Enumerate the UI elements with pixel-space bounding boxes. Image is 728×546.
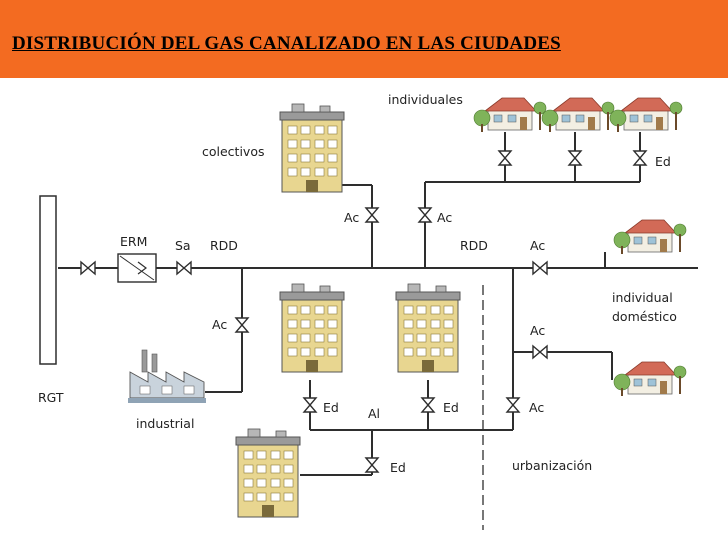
house-icon <box>613 361 687 397</box>
label-ac-individuales: Ac <box>437 210 452 225</box>
label-rdd-right: RDD <box>460 238 488 253</box>
label-ac-domestico: Ac <box>530 238 545 253</box>
valve-icon <box>506 397 520 413</box>
valve-icon <box>421 397 435 413</box>
valve-icon <box>418 207 432 223</box>
valve-icon <box>633 150 647 166</box>
valve-icon <box>365 457 379 473</box>
house-icon <box>609 97 683 133</box>
label-urbanizacion: urbanización <box>512 458 592 473</box>
valve-icon <box>498 150 512 166</box>
label-ed-bottom: Ed <box>390 460 406 475</box>
label-ed-left: Ed <box>323 400 339 415</box>
label-ed-individuales: Ed <box>655 154 671 169</box>
house-icon <box>613 219 687 255</box>
valve-icon <box>532 345 548 359</box>
valve-icon <box>365 207 379 223</box>
label-domestico: doméstico <box>612 309 677 324</box>
label-individual: individual <box>612 290 673 305</box>
building-icon <box>279 103 345 193</box>
label-colectivos: colectivos <box>202 144 265 159</box>
label-rgt: RGT <box>38 390 64 405</box>
label-sa: Sa <box>175 238 191 253</box>
label-ed-middle: Ed <box>443 400 459 415</box>
label-rdd-left: RDD <box>210 238 238 253</box>
building-icon <box>279 283 345 373</box>
valve-icon <box>80 261 96 275</box>
label-erm: ERM <box>120 234 147 249</box>
valve-icon <box>235 317 249 333</box>
regulator-icon <box>117 253 157 283</box>
label-al: Al <box>368 406 380 421</box>
house-icon <box>541 97 615 133</box>
page-title: DISTRIBUCIÓN DEL GAS CANALIZADO EN LAS C… <box>12 33 561 54</box>
house-icon <box>473 97 547 133</box>
label-individuales: individuales <box>388 92 463 107</box>
valve-icon <box>568 150 582 166</box>
rgt-pipe <box>39 195 57 365</box>
valve-icon <box>532 261 548 275</box>
title-banner: DISTRIBUCIÓN DEL GAS CANALIZADO EN LAS C… <box>0 0 728 78</box>
building-icon <box>235 428 301 518</box>
valve-icon <box>303 397 317 413</box>
label-ac-lower: Ac <box>529 400 544 415</box>
label-industrial: industrial <box>136 416 194 431</box>
valve-icon <box>176 261 192 275</box>
label-ac-colectivos: Ac <box>344 210 359 225</box>
label-ac-industrial: Ac <box>212 317 227 332</box>
building-icon <box>395 283 461 373</box>
factory-icon <box>128 349 206 403</box>
label-ac-urbanizacion: Ac <box>530 323 545 338</box>
